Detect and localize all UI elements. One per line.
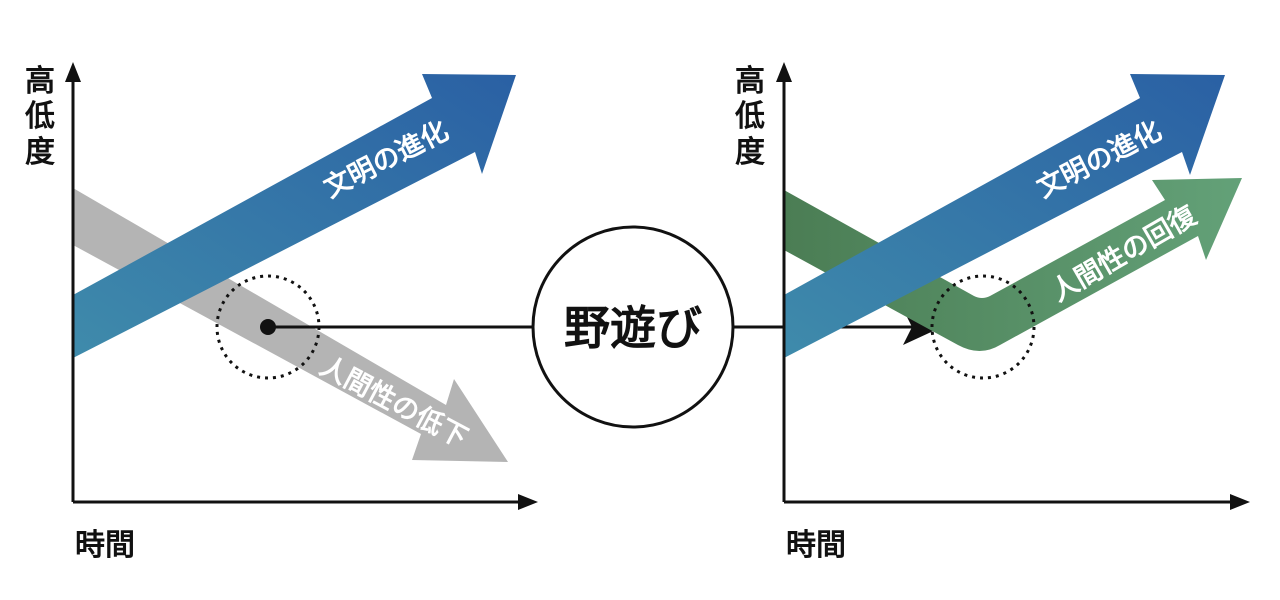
humanity-recovery-arrow — [784, 178, 1242, 351]
x-axis-label-right: 時間 — [786, 528, 846, 563]
y-axis-label-right-3: 度 — [735, 135, 765, 170]
y-axis-label-right-2: 低 — [734, 99, 765, 134]
y-axis-arrowhead-left — [65, 62, 81, 82]
y-axis-label-left-2: 低 — [24, 99, 55, 134]
highlight-circle-right — [930, 274, 1036, 380]
y-axis-label-left-1: 高 — [25, 64, 55, 99]
y-axis-label-right-1: 高 — [735, 64, 765, 99]
x-axis-arrowhead-left — [518, 494, 538, 510]
y-axis-label-left-3: 度 — [25, 135, 55, 170]
right-panel: 高 低 度 時間 文明の進化 人間性の回復 — [734, 62, 1250, 563]
civilization-arrow-left — [73, 74, 516, 358]
center-label: 野遊び — [564, 301, 702, 355]
center-circle — [531, 225, 735, 429]
y-axis-arrowhead-right — [776, 62, 792, 82]
x-axis-label-left: 時間 — [75, 528, 135, 563]
civilization-arrow-right — [784, 74, 1225, 358]
x-axis-arrowhead-right — [1230, 494, 1250, 510]
left-panel: 高 低 度 時間 文明の進化 人間性の低下 — [24, 62, 538, 563]
